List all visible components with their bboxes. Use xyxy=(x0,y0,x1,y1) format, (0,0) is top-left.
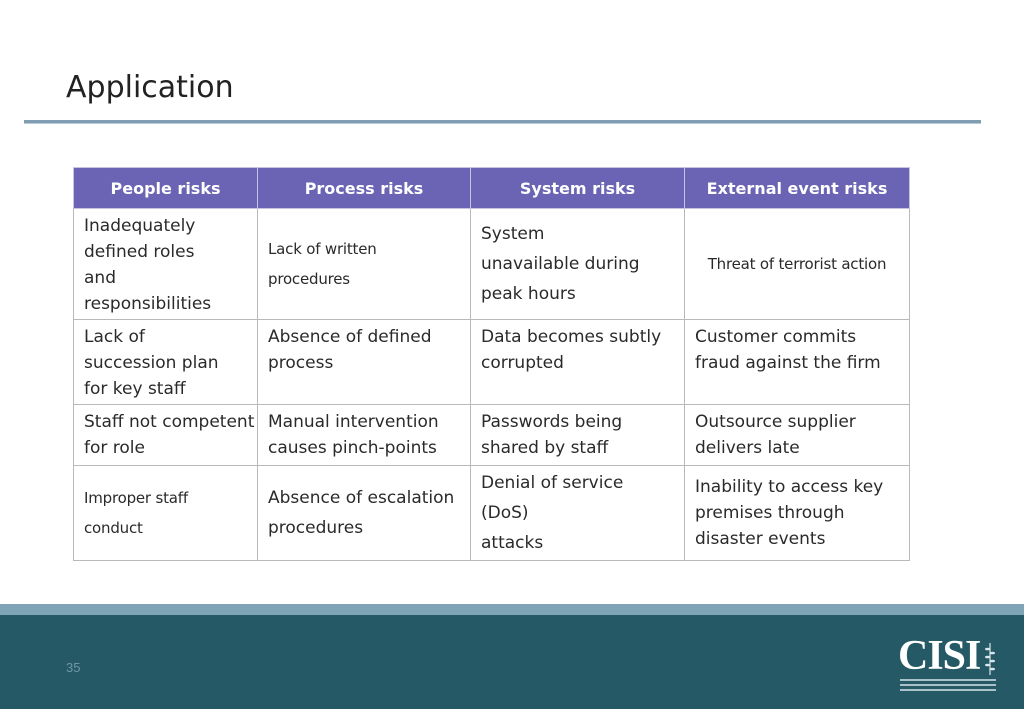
table-cell: Inability to access key premises through… xyxy=(684,465,910,561)
page-number: 35 xyxy=(66,660,81,675)
table-cell: System unavailable during peak hours xyxy=(470,208,685,320)
table-cell: Staff not competent for role xyxy=(73,404,258,466)
risk-table: People risks Process risks System risks … xyxy=(73,167,910,561)
footer-accent-band xyxy=(0,604,1024,615)
table-cell: Inadequately defined roles and responsib… xyxy=(73,208,258,320)
table-cell: Customer commits fraud against the firm xyxy=(684,319,910,405)
table-cell: Manual intervention causes pinch-points xyxy=(257,404,471,466)
page-title: Application xyxy=(66,70,234,105)
header-people-risks: People risks xyxy=(73,167,258,209)
table-cell: Data becomes subtly corrupted xyxy=(470,319,685,405)
logo-tagline-graphic xyxy=(900,679,996,693)
table-cell: Passwords being shared by staff xyxy=(470,404,685,466)
table-row: Improper staff conduct Absence of escala… xyxy=(73,465,910,561)
table-row: Inadequately defined roles and responsib… xyxy=(73,208,910,320)
table-header-row: People risks Process risks System risks … xyxy=(73,167,910,209)
table-cell: Denial of service (DoS) attacks xyxy=(470,465,685,561)
laurel-icon xyxy=(985,643,995,675)
table-cell: Lack of succession plan for key staff xyxy=(73,319,258,405)
footer-bar: 35 CISI xyxy=(0,615,1024,709)
title-divider xyxy=(24,120,981,124)
table-row: Lack of succession plan for key staff Ab… xyxy=(73,319,910,405)
header-process-risks: Process risks xyxy=(257,167,471,209)
logo-wordmark: CISI xyxy=(898,633,981,679)
table-cell: Outsource supplier delivers late xyxy=(684,404,910,466)
table-cell: Threat of terrorist action xyxy=(684,208,910,320)
header-external-event-risks: External event risks xyxy=(684,167,910,209)
table-cell: Lack of written procedures xyxy=(257,208,471,320)
table-cell: Absence of escalation procedures xyxy=(257,465,471,561)
table-cell: Improper staff conduct xyxy=(73,465,258,561)
table-row: Staff not competent for role Manual inte… xyxy=(73,404,910,466)
table-cell: Absence of defined process xyxy=(257,319,471,405)
cisi-logo: CISI xyxy=(898,635,998,695)
header-system-risks: System risks xyxy=(470,167,685,209)
